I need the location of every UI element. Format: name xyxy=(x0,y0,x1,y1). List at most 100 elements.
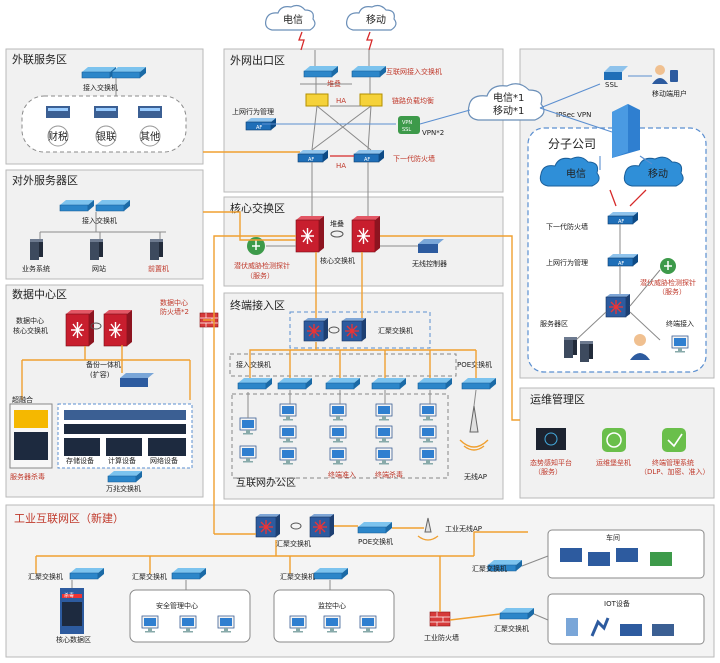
branch-threat-probe xyxy=(660,258,676,274)
server-access-switch-label: 接入交换机 xyxy=(82,216,117,225)
branch-terminal-label: 终端接入 xyxy=(666,319,694,328)
wireless-ap-icon xyxy=(459,405,489,451)
ind-agg-label-a: 汇聚交换机 xyxy=(28,572,63,581)
core-switch-1 xyxy=(295,215,325,253)
cloud-telecom-label: 电信 xyxy=(283,13,303,26)
core-switch-2 xyxy=(351,215,381,253)
vpn-ssl-appliance: VPN SSL xyxy=(398,116,420,134)
ind-agg-label-e: 汇聚交换机 xyxy=(494,624,529,633)
lb-2 xyxy=(359,93,383,107)
branch-core-switch xyxy=(605,293,631,318)
dc-core-switch-2 xyxy=(103,309,133,347)
ind-iot-devices xyxy=(566,617,674,637)
dc-firewall-label-l2: 防火墙*2 xyxy=(160,307,189,316)
zone-title-egress: 外网出口区 xyxy=(230,53,285,67)
terminal-agg-switch-2 xyxy=(341,317,367,342)
branch-ngfw xyxy=(607,211,639,226)
core-stack-label: 堆叠 xyxy=(330,219,344,228)
external-access-switch-label: 接入交换机 xyxy=(83,83,118,92)
ind-poe-label: POE交换机 xyxy=(358,537,393,546)
branch-title: 分子公司 xyxy=(548,137,596,151)
ind-agg-switch-a xyxy=(69,567,105,580)
vpn-count-label: VPN*2 xyxy=(422,129,444,137)
terminal-agg-label: 汇聚交换机 xyxy=(378,326,413,335)
access-switch-2 xyxy=(277,377,313,390)
ind-av-label: 杀毒 xyxy=(64,592,74,599)
ops-endpoint-mgmt-icon xyxy=(662,428,686,452)
ind-monitor-center-label: 监控中心 xyxy=(318,601,346,610)
core-threat-label-l1: 潜伏威胁检测探针 xyxy=(234,261,290,270)
dc-core-switch-1 xyxy=(65,309,95,347)
ind-poe-switch xyxy=(357,521,393,534)
zone-title-industrial: 工业互联网区（新建） xyxy=(14,511,124,525)
mobile-user-icon xyxy=(652,65,678,84)
external-access-switch-1 xyxy=(81,66,117,79)
link-ops xyxy=(380,235,520,421)
wireless-controller-label: 无线控制器 xyxy=(412,259,447,268)
branch-cloud-telecom-label: 电信 xyxy=(566,167,586,180)
branch-cloud-telecom: 电信 xyxy=(539,156,600,187)
dc-rack-label-0: 存储设备 xyxy=(66,456,94,465)
dc-core-label-l2: 核心交换机 xyxy=(13,326,48,335)
zone-title-terminal: 终端接入区 xyxy=(230,298,285,312)
ops-label-2-l2: （DLP、加密、准入） xyxy=(640,467,710,476)
partner-label-1: 银联 xyxy=(96,130,116,143)
branch-ngfw-label: 下一代防火墙 xyxy=(546,222,588,231)
ind-iot-label: IOT设备 xyxy=(604,599,630,608)
ind-agg-switch-c xyxy=(313,567,349,580)
dc-backup-appliance xyxy=(120,373,154,387)
ngfw-label: 下一代防火墙 xyxy=(393,154,435,163)
poe-switch xyxy=(461,377,497,390)
ind-workshop-label: 车间 xyxy=(606,533,620,542)
ssl-badge: SSL xyxy=(402,127,411,133)
dc-backup-label-l1: 备份一体机 xyxy=(86,360,121,369)
terminal-poe-label: POE交换机 xyxy=(457,360,492,369)
terminal-wireless-ap-label: 无线AP xyxy=(464,472,487,481)
ind-agg-label-b: 汇聚交换机 xyxy=(132,572,167,581)
egress-ha2-label: HA xyxy=(336,162,346,170)
branch-threat-label-l1: 潜伏威胁检测探针 xyxy=(640,278,696,287)
ind-agg-switch-e xyxy=(499,607,535,620)
ind-core-dc-label: 核心数据区 xyxy=(56,635,91,644)
external-access-switch-2 xyxy=(111,66,147,79)
core-switch-label: 核心交换机 xyxy=(320,256,355,265)
terminal-agg-box xyxy=(289,311,431,349)
terminal-office-label: 互联网办公区 xyxy=(236,476,296,489)
cloud-mobile: 移动 xyxy=(346,4,397,31)
ops-label-0-l2: （服务） xyxy=(534,467,562,476)
internet-switch-2 xyxy=(351,65,387,78)
ops-label-2-l1: 终端管理系统 xyxy=(652,458,694,467)
ind-agg-switch-1 xyxy=(255,513,281,538)
zone-title-external-service: 外联服务区 xyxy=(12,53,67,66)
zone-external-server xyxy=(5,169,204,280)
zone-title-datacenter: 数据中心区 xyxy=(12,287,67,301)
branch-vpn-ssl-label: SSL xyxy=(605,81,618,89)
ops-label-1-l1: 运维堡垒机 xyxy=(596,458,631,467)
cloud-telecom1-label: 电信*1 xyxy=(493,91,524,104)
core-threat-label-l2: （服务） xyxy=(246,271,274,280)
dc-antivirus-label: 服务器杀毒 xyxy=(10,472,45,481)
server-label-2: 前置机 xyxy=(148,264,169,273)
ngfw-2 xyxy=(353,149,385,164)
dc-firewall-label-l1: 数据中心 xyxy=(160,298,188,307)
dc-hyperconverged-label: 超融合 xyxy=(12,395,33,404)
server-label-0: 业务系统 xyxy=(22,264,50,273)
terminal-endpoint-av-label: 终端杀毒 xyxy=(375,470,403,479)
access-switch-1 xyxy=(237,377,273,390)
cloud-mobile-label: 移动 xyxy=(366,13,386,26)
zone-title-ops: 运维管理区 xyxy=(530,392,585,406)
branch-behavior-label: 上网行为管理 xyxy=(546,258,588,267)
dc-rack-label-2: 网络设备 xyxy=(150,456,178,465)
ind-agg-switch-2 xyxy=(309,513,335,538)
ind-firewall xyxy=(429,611,451,627)
dc-core-label-l1: 数据中心 xyxy=(16,316,44,325)
ind-agg-label-d: 汇聚交换机 xyxy=(472,564,507,573)
lightning-telecom xyxy=(298,31,305,51)
zone-title-external-server: 对外服务器区 xyxy=(12,173,78,187)
server-label-1: 网站 xyxy=(92,264,106,273)
branch-server-area-label: 服务器区 xyxy=(540,319,568,328)
threat-probe xyxy=(247,237,265,255)
egress-lb-label: 链路负载均衡 xyxy=(392,96,434,105)
dc-backup-label-l2: (扩容) xyxy=(90,370,110,379)
ops-label-0-l1: 态势感知平台 xyxy=(530,458,572,467)
